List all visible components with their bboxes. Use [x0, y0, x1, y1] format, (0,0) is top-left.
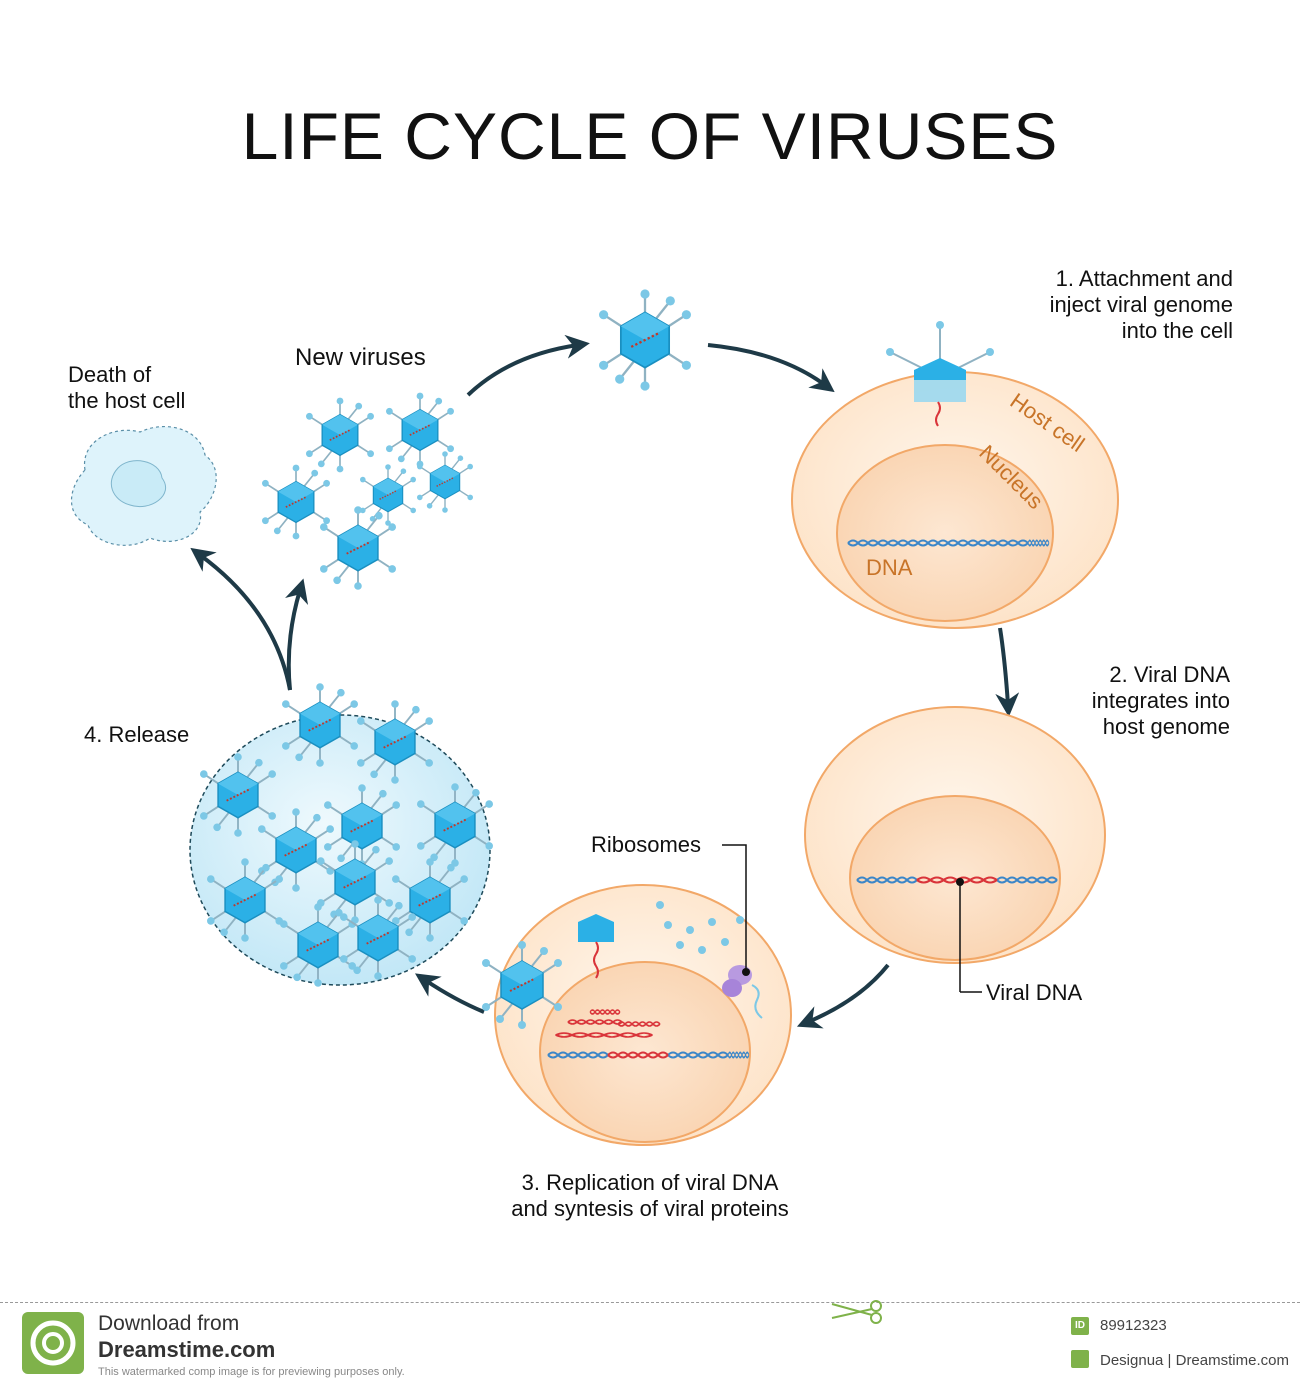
arrow-release-to-death	[190, 547, 292, 691]
step3-label: 3. Replication of viral DNA and syntesis…	[511, 1170, 789, 1221]
host-cell-step2	[804, 706, 1106, 993]
host-cell-step3	[481, 844, 792, 1146]
attached-virus	[886, 321, 994, 427]
step2-label: 2. Viral DNA integrates into host genome	[1091, 662, 1230, 739]
footer-divider	[0, 1302, 1300, 1303]
page-title: LIFE CYCLE OF VIRUSES	[241, 99, 1059, 173]
ribosomes-label: Ribosomes	[591, 832, 702, 857]
death-label: Death of the host cell	[68, 362, 186, 413]
free-virus	[597, 288, 693, 392]
viral-dna-label: Viral DNA	[986, 980, 1083, 1005]
id-badge: ID	[1071, 1317, 1089, 1335]
arrow-release-to-new-viruses	[285, 578, 309, 691]
cycle-arrows	[190, 334, 1020, 1029]
dreamstime-logo-icon	[22, 1312, 84, 1374]
copyright-icon	[1071, 1350, 1089, 1368]
watermark-note: This watermarked comp image is for previ…	[98, 1366, 405, 1378]
scissors-icon	[831, 1300, 882, 1324]
host-cell-step1	[791, 321, 1119, 629]
step1-label: 1. Attachment and inject viral genome in…	[1049, 266, 1233, 343]
credit-text: Designua | Dreamstime.com	[1100, 1352, 1289, 1369]
new-viruses-cluster	[261, 391, 474, 591]
arrow-free-virus-to-host-cell	[707, 343, 835, 393]
download-site-link[interactable]: Dreamstime.com	[98, 1337, 276, 1362]
dead-host-cell	[71, 425, 217, 546]
protein-dots	[656, 901, 744, 954]
life-cycle-diagram	[71, 288, 1119, 1146]
image-id-number: 89912323	[1100, 1317, 1167, 1334]
arrow-step2-to-step3	[796, 963, 890, 1029]
download-from-text: Download from	[98, 1312, 240, 1335]
arrow-new-viruses-to-free-virus	[466, 334, 590, 397]
arrow-step3-to-release	[415, 973, 485, 1014]
arrow-step1-to-step2	[995, 627, 1020, 717]
dna-label: DNA	[866, 555, 913, 580]
new-viruses-label: New viruses	[295, 344, 426, 371]
step4-label: 4. Release	[84, 722, 190, 747]
bursting-cell	[189, 682, 494, 988]
